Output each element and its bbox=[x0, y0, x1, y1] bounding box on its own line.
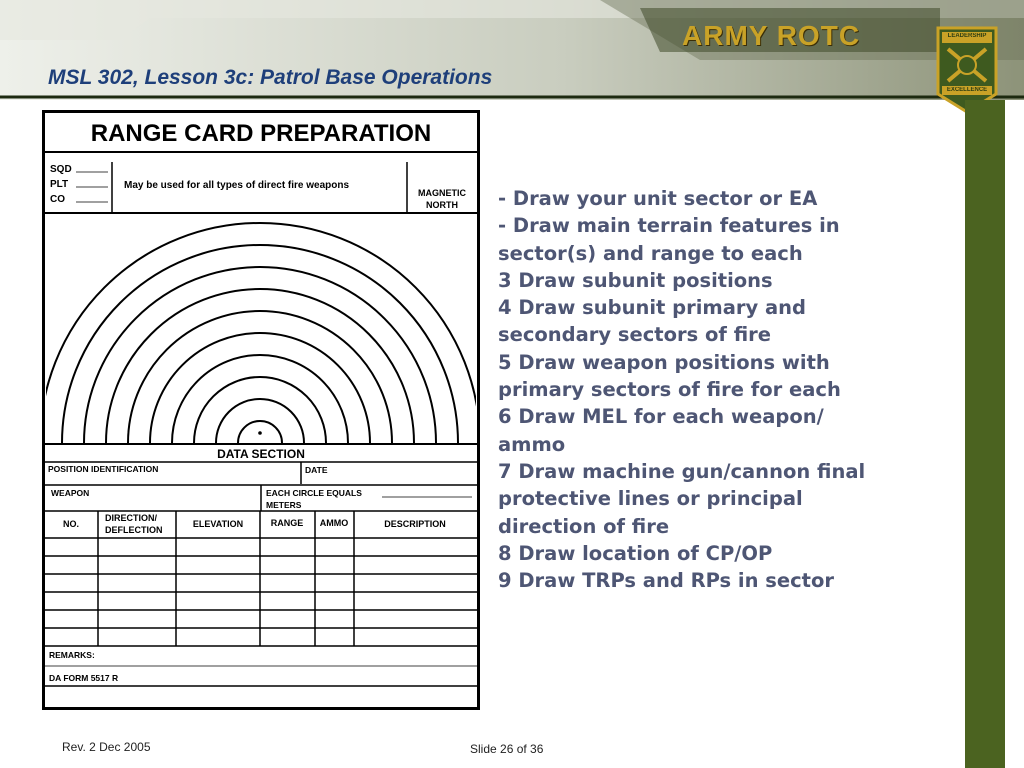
position-dot bbox=[258, 431, 262, 435]
data-table-grid bbox=[45, 511, 477, 647]
col-range: RANGE bbox=[271, 518, 304, 528]
col-ammo: AMMO bbox=[320, 518, 349, 528]
list-item: 6 Draw MEL for each weapon/ bbox=[498, 405, 824, 429]
meters-label: METERS bbox=[266, 500, 302, 510]
instruction-list: - Draw your unit sector or EA - Draw mai… bbox=[498, 185, 948, 594]
list-item: 3 Draw subunit positions bbox=[498, 268, 773, 292]
badge-top-text: LEADERSHIP bbox=[947, 33, 987, 39]
col-elevation: ELEVATION bbox=[193, 519, 243, 529]
list-item: direction of fire bbox=[498, 514, 670, 538]
each-circle-label: EACH CIRCLE EQUALS bbox=[266, 488, 362, 498]
data-section-label: DATA SECTION bbox=[217, 447, 305, 461]
list-item: 4 Draw subunit primary and bbox=[498, 296, 806, 320]
usage-note: May be used for all types of direct fire… bbox=[124, 180, 349, 191]
range-card-form: RANGE CARD PREPARATION SQD PLT CO May be… bbox=[42, 110, 480, 710]
right-decor-band bbox=[965, 100, 1005, 768]
list-item: - Draw main terrain features in bbox=[498, 214, 840, 238]
list-item: protective lines or principal bbox=[498, 487, 803, 511]
header-banner bbox=[0, 0, 1024, 100]
weapon-label: WEAPON bbox=[51, 488, 89, 498]
col-description: DESCRIPTION bbox=[384, 519, 446, 529]
list-item: 7 Draw machine gun/cannon final bbox=[498, 459, 866, 483]
co-label: CO bbox=[50, 194, 65, 205]
list-item: 8 Draw location of CP/OP bbox=[498, 541, 773, 565]
list-item: secondary sectors of fire bbox=[498, 323, 771, 347]
form-title: RANGE CARD PREPARATION bbox=[91, 120, 431, 147]
col-direction: DIRECTION/ bbox=[105, 513, 158, 523]
magnetic-label: MAGNETIC bbox=[418, 188, 466, 198]
col-deflection: DEFLECTION bbox=[105, 525, 163, 535]
list-item: 5 Draw weapon positions with bbox=[498, 350, 830, 374]
plt-label: PLT bbox=[50, 179, 68, 190]
date-label: DATE bbox=[305, 465, 328, 475]
badge-bottom-text: EXCELLENCE bbox=[946, 87, 988, 93]
form-number: DA FORM 5517 R bbox=[49, 673, 118, 683]
list-item: ammo bbox=[498, 432, 566, 456]
slide-title: MSL 302, Lesson 3c: Patrol Base Operatio… bbox=[48, 66, 493, 89]
army-rotc-logo: ARMY ROTC bbox=[682, 20, 861, 51]
list-item: - Draw your unit sector or EA bbox=[498, 187, 818, 210]
north-label: NORTH bbox=[426, 200, 458, 210]
remarks-label: REMARKS: bbox=[49, 650, 95, 660]
col-no: NO. bbox=[63, 519, 79, 529]
slide-number: Slide 26 of 36 bbox=[470, 742, 544, 756]
position-id-label: POSITION IDENTIFICATION bbox=[48, 464, 158, 474]
list-item: primary sectors of fire for each bbox=[498, 378, 841, 402]
revision-date: Rev. 2 Dec 2005 bbox=[62, 740, 151, 754]
list-item: sector(s) and range to each bbox=[498, 241, 803, 265]
sqd-label: SQD bbox=[50, 164, 72, 175]
list-item: 9 Draw TRPs and RPs in sector bbox=[498, 569, 835, 593]
